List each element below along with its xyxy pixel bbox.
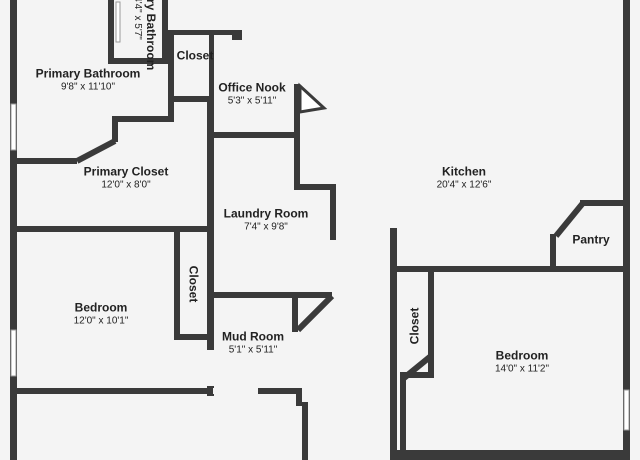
room-label-closet-right: Closet (408, 308, 423, 345)
room-name: Primary Closet (83, 164, 169, 179)
room-label-bedroom-right: Bedroom 14'0" x 11'2" (495, 348, 549, 376)
room-dims: 12'0" x 8'0" (101, 179, 151, 191)
room-dims: 5'1" x 5'11" (228, 344, 278, 356)
room-dims: 12'0" x 10'1" (73, 315, 129, 327)
walls (10, 0, 630, 460)
room-label-pantry: Pantry (572, 233, 609, 248)
door-openings (207, 240, 336, 394)
room-name: Pantry (572, 232, 610, 247)
room-label-closet-left: Closet (186, 266, 201, 303)
room-label-bedroom-left: Bedroom 12'0" x 10'1" (74, 300, 129, 328)
room-name: Closet (407, 307, 422, 345)
angled-walls (75, 138, 586, 381)
room-label-laundry-room: Laundry Room 7'4" x 9'8" (224, 206, 309, 234)
room-name: Bedroom (495, 348, 549, 363)
room-label-office-nook: Office Nook 5'3" x 5'11" (218, 80, 285, 108)
room-label-primary-bathroom: Primary Bathroom 9'8" x 11'10" (36, 66, 141, 94)
room-label-mud-room: Mud Room 5'1" x 5'11" (222, 329, 284, 357)
room-label-primary-bath-small: Primary Bathroom 4'4" x 5'7" (130, 0, 158, 70)
room-dims: 14'0" x 11'2" (494, 363, 550, 375)
nook-triangle (298, 82, 328, 114)
room-name: Mud Room (222, 329, 284, 344)
room-name: Bedroom (74, 300, 128, 315)
room-name: Closet (176, 48, 214, 63)
room-name: Kitchen (441, 164, 486, 179)
room-label-primary-closet: Primary Closet 12'0" x 8'0" (84, 164, 169, 192)
room-name: Office Nook (218, 80, 286, 95)
windows (10, 1, 630, 431)
room-dims: 20'4" x 12'6" (436, 179, 492, 191)
room-label-kitchen: Kitchen 20'4" x 12'6" (437, 164, 492, 192)
room-name: Laundry Room (223, 206, 309, 221)
room-dims: 5'3" x 5'11" (227, 95, 277, 107)
room-name: Primary Bathroom (35, 66, 141, 81)
room-label-closet-top: Closet (177, 49, 214, 64)
room-dims: 7'4" x 9'8" (244, 221, 288, 233)
room-name: Closet (186, 265, 201, 303)
room-dims: 9'8" x 11'10" (60, 81, 116, 93)
room-dims: 4'4" x 5'7" (131, 0, 143, 40)
room-name: Primary Bathroom (143, 0, 158, 71)
